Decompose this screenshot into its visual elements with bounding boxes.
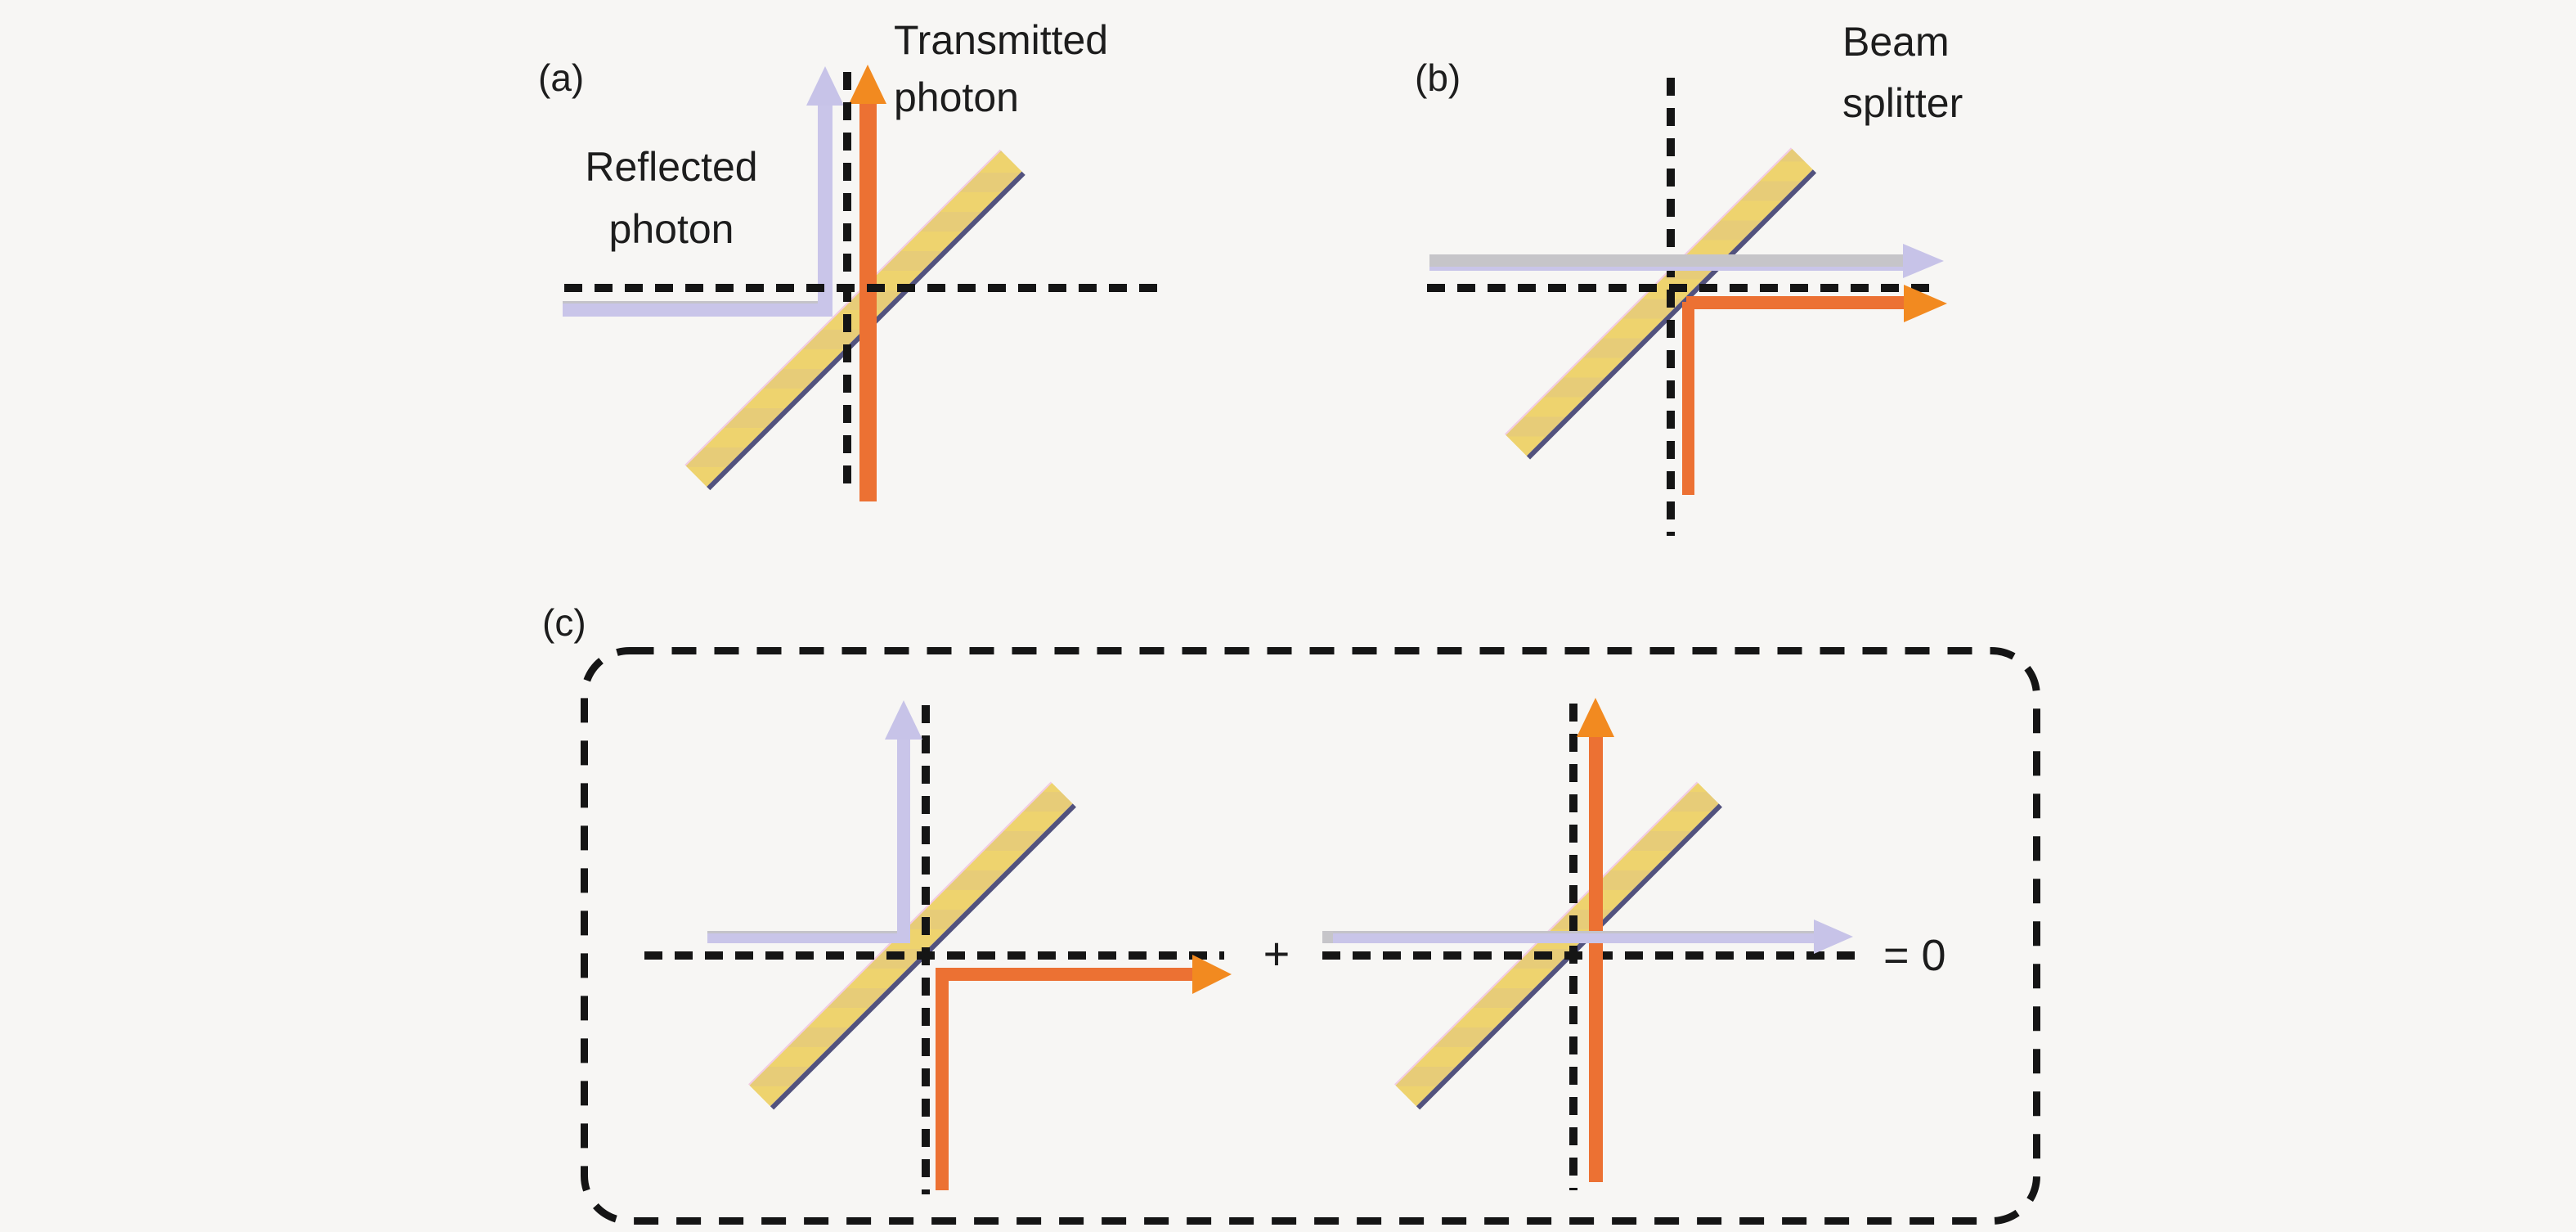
reflected-photon-label-line2: photon: [608, 206, 734, 252]
reflected-photon-arrow-c-right-tail-cap: [1322, 931, 1333, 943]
reflected-photon-arrowhead-c-left: [885, 700, 922, 740]
transmitted-photon-arrow-c-left-horizontal: [936, 968, 1192, 981]
reflected-photon-arrow-a-horizontal: [563, 301, 832, 317]
transmitted-photon-label: Transmitted photon: [894, 11, 1108, 126]
transmitted-photon-arrowhead-b: [1903, 244, 1944, 278]
optical-axis-vertical-c-left: [922, 705, 930, 1194]
reflected-photon-arrow-c-left-horizontal: [707, 931, 910, 943]
optical-axis-vertical-c-right: [1569, 704, 1577, 1190]
transmitted-photon-arrowhead-a: [849, 65, 886, 104]
superposition-box: [581, 647, 2040, 1225]
superposition-box-outline: [581, 647, 2040, 1225]
reflected-photon-arrow-c-left-vertical: [897, 739, 910, 943]
panel-c-letter: (c): [542, 601, 586, 644]
panel-b-letter: (b): [1415, 56, 1461, 99]
plus-sign: +: [1263, 928, 1290, 979]
reflected-photon-label-line1: Reflected: [585, 144, 758, 190]
reflected-photon-arrowhead-c-right: [1814, 920, 1853, 954]
reflected-photon-arrow-b-vertical: [1682, 302, 1694, 495]
optical-axis-horizontal-a: [564, 284, 1161, 292]
reflected-photon-arrow-c-right: [1322, 931, 1815, 943]
reflected-photon-arrowhead-a: [806, 66, 844, 106]
transmitted-photon-arrow-c-left-vertical: [936, 973, 949, 1190]
transmitted-photon-arrow-a: [859, 103, 877, 501]
reflected-photon-arrow-b-horizontal: [1686, 296, 1904, 309]
reflected-photon-arrowhead-b: [1904, 285, 1947, 322]
transmitted-photon-arrow-c-right: [1589, 736, 1603, 1182]
beam-splitter-label-line1: Beam: [1842, 19, 1950, 65]
optical-axis-vertical-b: [1667, 78, 1675, 536]
transmitted-photon-arrowhead-c-right: [1577, 698, 1614, 737]
beam-splitter-label: Beam splitter: [1842, 11, 1963, 134]
transmitted-photon-label-line1: Transmitted: [894, 17, 1109, 63]
transmitted-photon-arrowhead-c-left: [1192, 955, 1232, 994]
reflected-photon-arrow-a-vertical: [818, 105, 832, 317]
optical-axis-vertical-a: [843, 72, 851, 492]
optical-axis-horizontal-b: [1427, 284, 1941, 292]
beam-splitter-label-line2: splitter: [1842, 80, 1963, 126]
panel-a-letter: (a): [538, 56, 585, 99]
transmitted-photon-label-line2: photon: [894, 74, 1019, 120]
incoming-photon-arrow-b: [1429, 254, 1904, 267]
equals-zero-label: = 0: [1883, 931, 1946, 980]
reflected-photon-label: Reflected photon: [569, 136, 774, 260]
optical-axis-horizontal-c-left: [644, 951, 1224, 960]
